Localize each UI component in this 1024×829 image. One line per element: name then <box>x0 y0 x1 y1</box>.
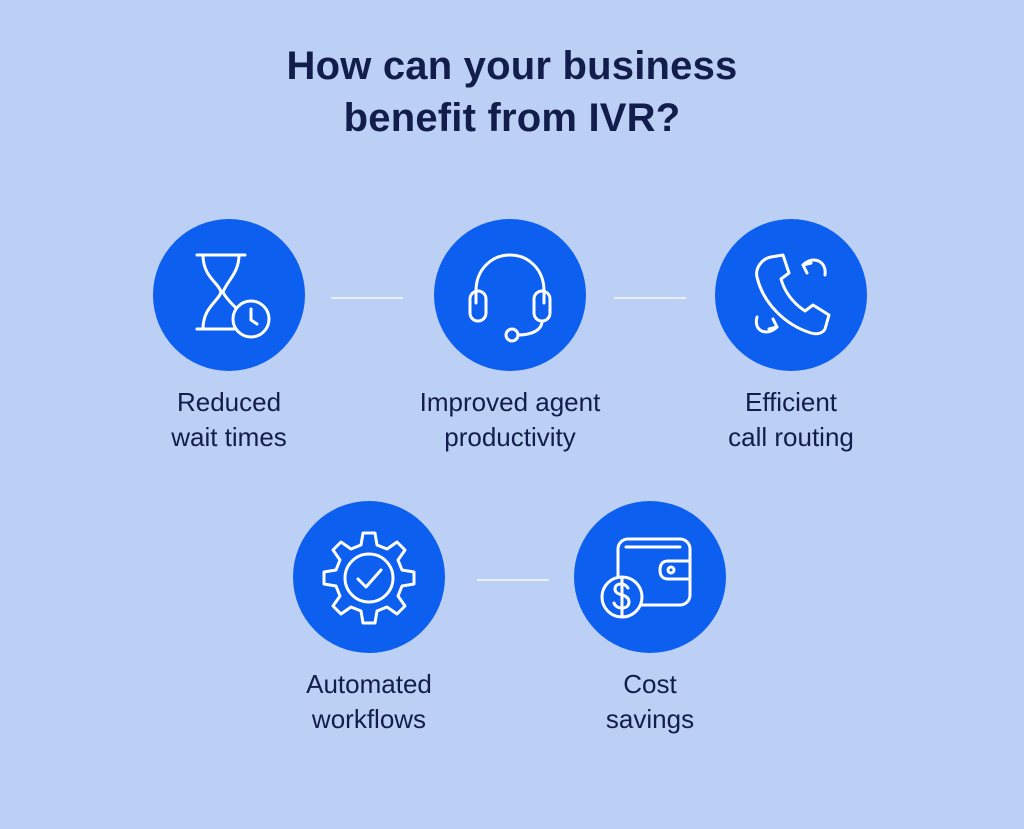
connector-1-2 <box>331 297 403 299</box>
benefit-automated-workflows: Automated workflows <box>249 501 489 737</box>
benefit-label: Reduced wait times <box>171 387 287 452</box>
benefit-cost-savings: Cost savings <box>530 501 770 737</box>
benefit-circle <box>574 501 726 653</box>
benefit-circle <box>715 219 867 371</box>
headset-icon <box>468 253 552 343</box>
benefit-circle <box>293 501 445 653</box>
infographic-title: How can your business benefit from IVR? <box>0 40 1024 144</box>
benefit-improved-agent-productivity: Improved agent productivity <box>390 219 630 455</box>
benefit-label: Improved agent productivity <box>419 387 601 452</box>
benefit-circle <box>434 219 586 371</box>
hourglass-clock-icon <box>195 253 271 339</box>
gear-check-icon <box>322 531 416 625</box>
benefit-reduced-wait-times: Reduced wait times <box>109 219 349 455</box>
benefit-label: Cost savings <box>605 669 695 734</box>
benefit-label: Efficient call routing <box>728 387 854 452</box>
benefit-circle <box>153 219 305 371</box>
connector-2-3 <box>614 297 686 299</box>
title-line-1: How can your business <box>286 44 738 88</box>
benefit-efficient-call-routing: Efficient call routing <box>671 219 911 455</box>
wallet-dollar-icon <box>600 537 692 619</box>
phone-routing-icon <box>754 253 831 336</box>
benefit-label: Automated workflows <box>306 669 432 734</box>
title-line-2: benefit from IVR? <box>343 96 681 140</box>
connector-4-5 <box>477 579 549 581</box>
